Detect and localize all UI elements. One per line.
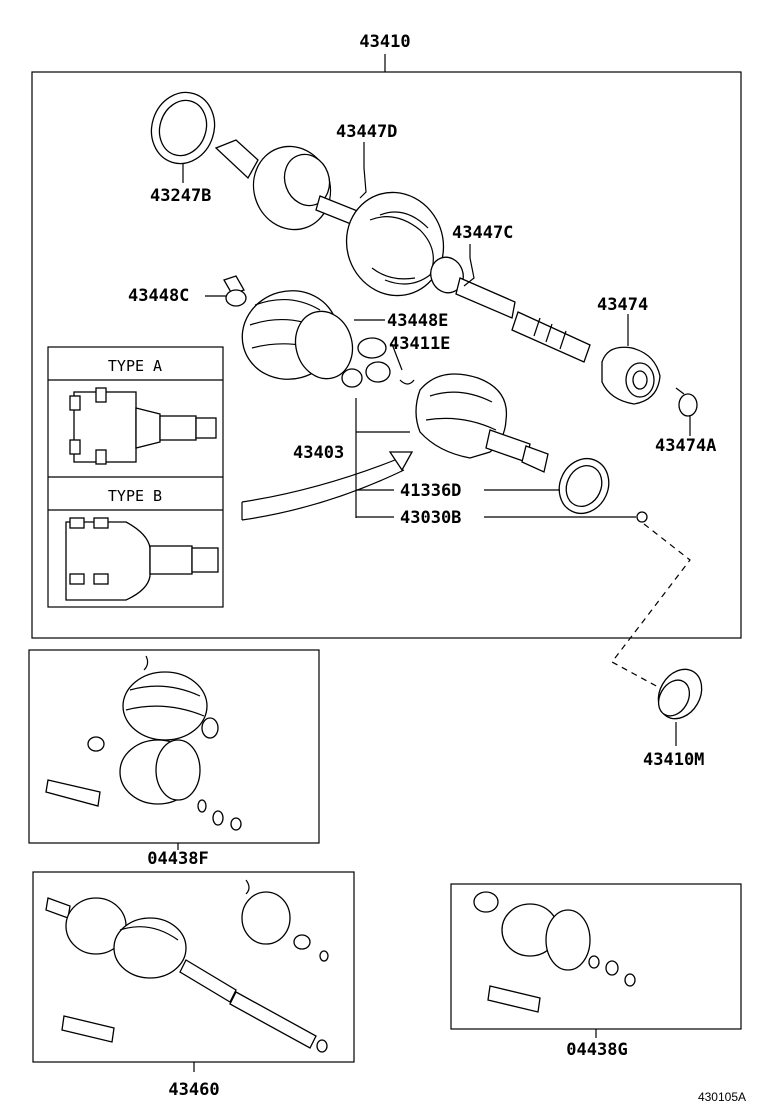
inner-boot-part — [223, 275, 354, 380]
label-boot-kit-g[interactable]: 04438G — [566, 1040, 627, 1060]
label-damper-clamp[interactable]: 43474A — [655, 436, 716, 456]
label-dust-deflector[interactable]: 41336D — [400, 481, 461, 501]
label-type-a[interactable]: TYPE A — [108, 357, 162, 375]
label-boot-clamp-inner-e[interactable]: 43448E — [387, 311, 448, 331]
label-outboard-joint[interactable]: 43460 — [168, 1080, 219, 1100]
oil-seal-part — [657, 668, 703, 720]
boot-kit-f-frame — [28, 649, 320, 844]
label-snap-ring-e[interactable]: 43411E — [389, 334, 450, 354]
label-boot-clamp-outer-c[interactable]: 43447C — [452, 223, 513, 243]
snap-ring-part — [399, 379, 415, 385]
label-spider-ring[interactable]: 43030B — [400, 508, 461, 528]
label-dynamic-damper[interactable]: 43474 — [597, 295, 648, 315]
outer-joint-shaft-part — [214, 139, 591, 363]
direction-arrow — [241, 457, 401, 503]
type-b-housing-part — [65, 517, 219, 601]
spider-ring-part — [636, 511, 648, 523]
inner-joint-housing-part — [415, 373, 549, 473]
label-boot-clamp-outer-d[interactable]: 43447D — [336, 122, 397, 142]
label-boot-kit-f[interactable]: 04438F — [147, 849, 208, 869]
label-inner-joint[interactable]: 43403 — [293, 443, 344, 463]
type-a-housing-part — [69, 387, 217, 465]
boot-kit-f-parts — [45, 655, 242, 831]
dynamic-damper-part — [601, 346, 661, 405]
label-boot-clamp-inner-c[interactable]: 43448C — [128, 286, 189, 306]
main-assembly-frame — [31, 71, 742, 639]
reference-code: 430105A — [698, 1090, 746, 1104]
tripod-spider-part — [341, 337, 391, 388]
dashed-leader — [611, 523, 691, 689]
label-boot-clamp-bearing[interactable]: 43247B — [150, 186, 211, 206]
outboard-joint-parts — [45, 879, 329, 1053]
bearing-ring-part — [150, 91, 216, 165]
label-oil-seal[interactable]: 43410M — [643, 750, 704, 770]
dust-deflector-part — [558, 458, 610, 514]
label-type-b[interactable]: TYPE B — [108, 487, 162, 505]
boot-kit-g-parts — [473, 891, 636, 1013]
damper-clamp-part — [675, 387, 698, 417]
label-main-assembly[interactable]: 43410 — [359, 32, 410, 52]
